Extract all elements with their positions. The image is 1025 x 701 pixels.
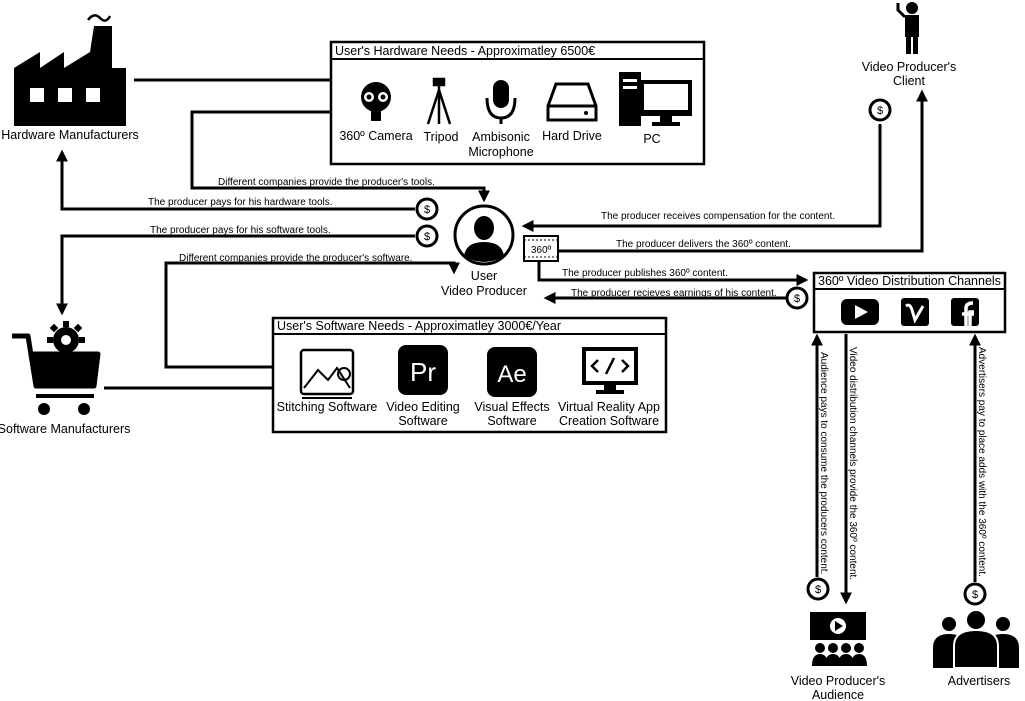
flow-label: The producer pays for his software tools…	[150, 225, 331, 236]
distribution-box-title: 360º Video Distribution Channels	[818, 274, 1001, 288]
hardware-item-label: Hard Drive	[542, 129, 602, 143]
svg-text:$: $	[877, 105, 883, 117]
advertisers-label: Advertisers	[948, 674, 1011, 688]
software-box-title: User's Software Needs - Approximatley 30…	[277, 319, 561, 333]
premiere-icon: Pr	[398, 345, 448, 395]
connectors	[56, 78, 981, 605]
audience-label: Audience	[812, 688, 864, 701]
flow-label: The producer recieves earnings of his co…	[571, 288, 777, 299]
svg-text:Ae: Ae	[497, 361, 526, 388]
flow-label: The producer pays for his hardware tools…	[148, 197, 333, 208]
svg-text:$: $	[972, 589, 978, 601]
camera-360-icon	[361, 82, 391, 121]
hardware-item-label: Tripod	[424, 130, 459, 144]
hardware-box-title: User's Hardware Needs - Approximatley 65…	[335, 44, 595, 58]
advertisers-group-icon	[933, 609, 1019, 669]
client-delivery-arrow	[558, 89, 928, 253]
hard-drive-icon	[546, 82, 598, 122]
software-item-label: Virtual Reality App	[558, 400, 660, 414]
shopping-cart-gear-icon	[12, 321, 101, 415]
publish-arrow	[537, 262, 809, 286]
software-item-label: Stitching Software	[277, 400, 378, 414]
hardware-item-label: PC	[643, 132, 660, 146]
standing-person-icon	[896, 2, 919, 54]
audience-icon	[810, 612, 867, 666]
svg-text:$: $	[794, 293, 800, 305]
software-needs-box: User's Software Needs - Approximatley 30…	[271, 316, 668, 434]
youtube-icon	[841, 299, 879, 325]
sw-pay-arrow	[56, 234, 415, 316]
pc-icon	[619, 72, 692, 126]
video-360-icon: 360º	[523, 235, 559, 262]
flow-label: Audience pays to consume the producers c…	[818, 352, 829, 574]
svg-text:$: $	[424, 204, 430, 216]
dollar-coin-icon: $	[806, 577, 830, 601]
dollar-coin-icon: $	[415, 224, 439, 248]
hardware-item-label: Microphone	[468, 145, 533, 159]
hardware-manufacturers-label: Hardware Manufacturers	[1, 128, 139, 142]
dollar-coin-icon: $	[415, 197, 439, 221]
svg-text:$: $	[424, 231, 430, 243]
client-label: Client	[893, 74, 925, 88]
flow-label: The producer delivers the 360º content.	[616, 239, 791, 250]
flow-label: Advertisers pay to place adds with the 3…	[976, 347, 987, 577]
hardware-needs-box: User's Hardware Needs - Approximatley 65…	[329, 40, 706, 166]
dollar-coin-icon: $	[868, 98, 892, 122]
svg-text:$: $	[815, 584, 821, 596]
hardware-item-label: Ambisonic	[472, 130, 530, 144]
software-item-label: Visual Effects	[474, 400, 549, 414]
microphone-icon	[485, 80, 517, 124]
audience-label: Video Producer's	[791, 674, 886, 688]
distribution-channels-box: 360º Video Distribution Channels	[812, 271, 1007, 334]
dollar-coin-icon: $	[963, 582, 987, 606]
client-label: Video Producer's	[862, 60, 957, 74]
flow-label: The producer publishes 360º content.	[562, 268, 728, 279]
video-producer-label: Video Producer	[441, 284, 527, 298]
software-item-label: Creation Software	[559, 414, 659, 428]
code-screen-icon	[582, 347, 638, 394]
flow-label: Different companies provide the producer…	[218, 177, 435, 188]
flow-label: The producer receives compensation for t…	[601, 211, 835, 222]
hw-pay-arrow	[56, 149, 415, 211]
stitching-icon	[299, 348, 355, 399]
sw-provide-arrow	[164, 261, 460, 369]
flow-label: Video distribution channels provide the …	[847, 347, 858, 580]
hardware-item-label: 360º Camera	[339, 129, 412, 143]
facebook-icon	[951, 298, 979, 326]
svg-text:360º: 360º	[531, 245, 552, 256]
vimeo-icon	[901, 298, 929, 326]
factory-icon	[14, 14, 126, 126]
software-item-label: Software	[398, 414, 447, 428]
hw-provide-arrow	[190, 110, 490, 203]
after-effects-icon: Ae	[487, 347, 537, 397]
software-item-label: Video Editing	[386, 400, 459, 414]
dollar-coin-icon: $	[785, 286, 809, 310]
software-item-label: Software	[487, 414, 536, 428]
flow-label: Different companies provide the producer…	[179, 253, 413, 264]
user-avatar-icon	[453, 204, 515, 266]
user-label: User	[471, 269, 497, 283]
tripod-icon	[426, 77, 452, 125]
svg-text:Pr: Pr	[410, 357, 436, 387]
software-manufacturers-label: Software Manufacturers	[0, 422, 130, 436]
client-compensation-arrow	[521, 124, 882, 232]
